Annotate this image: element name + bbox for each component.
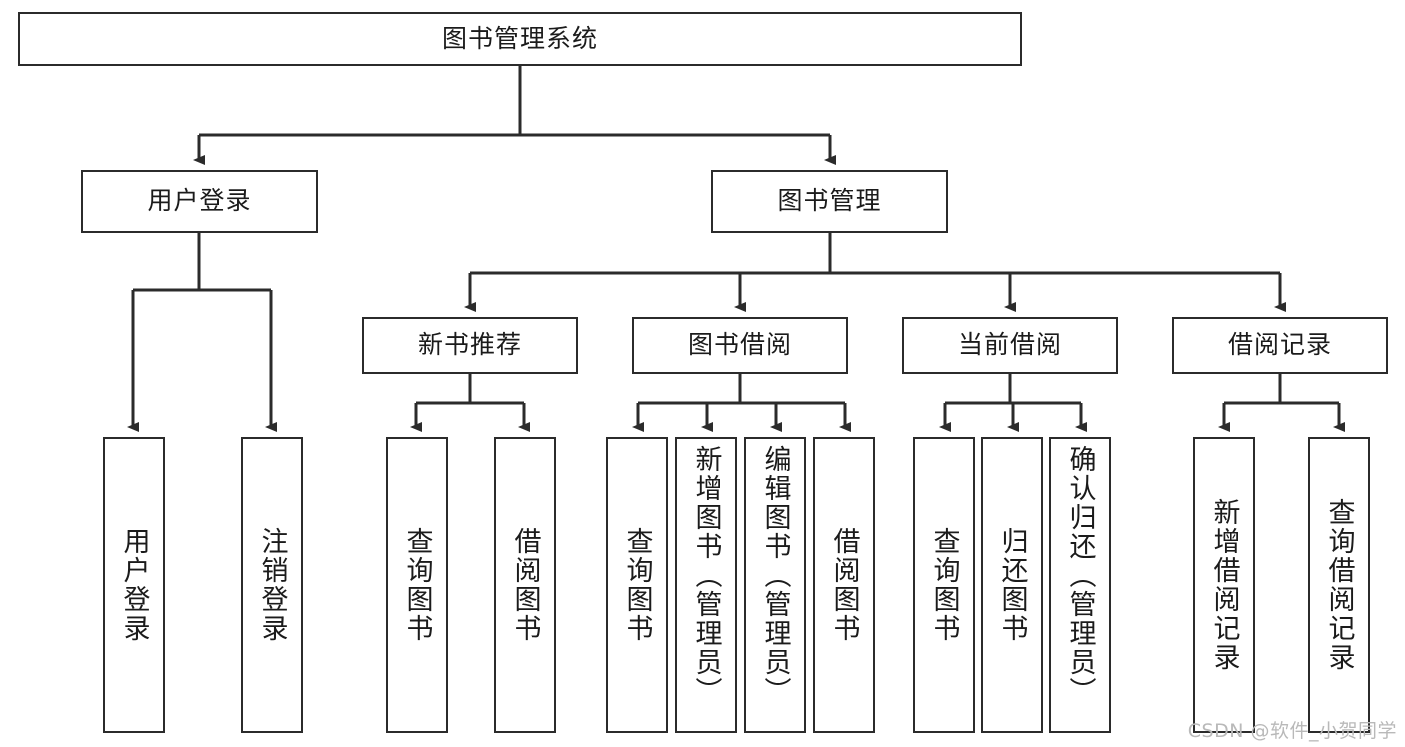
node-root-system-label: 图书管理系统 [441,23,598,53]
node-leaf-query-book-current-label: 查询图书 [928,527,960,643]
node-book-management-label: 图书管理 [777,186,882,216]
node-book-borrow[interactable]: 图书借阅 [632,317,848,374]
node-user-login-label: 用户登录 [147,186,252,216]
node-borrow-record-label: 借阅记录 [1227,330,1332,360]
node-current-borrow[interactable]: 当前借阅 [902,317,1118,374]
node-new-book-recommend[interactable]: 新书推荐 [362,317,578,374]
node-leaf-borrow-book-recommend[interactable]: 借阅图书 [494,437,556,733]
node-book-management[interactable]: 图书管理 [711,170,948,233]
node-leaf-user-login[interactable]: 用户登录 [103,437,165,733]
node-leaf-return-book-label: 归还图书 [996,527,1028,643]
node-leaf-return-book[interactable]: 归还图书 [981,437,1043,733]
node-leaf-confirm-return-admin-label: 确认归还（管理员） [1064,445,1096,706]
node-borrow-record[interactable]: 借阅记录 [1172,317,1388,374]
node-user-login[interactable]: 用户登录 [81,170,318,233]
node-new-book-recommend-label: 新书推荐 [417,330,522,360]
node-leaf-logout-label: 注销登录 [256,527,288,643]
node-leaf-user-login-label: 用户登录 [118,527,150,643]
node-leaf-query-book-borrow[interactable]: 查询图书 [606,437,668,733]
node-leaf-query-book-borrow-label: 查询图书 [621,527,653,643]
node-leaf-add-borrow-record[interactable]: 新增借阅记录 [1193,437,1255,733]
node-leaf-query-book-recommend[interactable]: 查询图书 [386,437,448,733]
node-root-system[interactable]: 图书管理系统 [18,12,1022,66]
node-current-borrow-label: 当前借阅 [957,330,1062,360]
node-leaf-edit-book-admin[interactable]: 编辑图书（管理员） [744,437,806,733]
node-leaf-query-borrow-record-label: 查询借阅记录 [1323,498,1355,672]
node-leaf-borrow-book-label: 借阅图书 [828,527,860,643]
node-leaf-query-book-current[interactable]: 查询图书 [913,437,975,733]
node-leaf-borrow-book[interactable]: 借阅图书 [813,437,875,733]
node-leaf-edit-book-admin-label: 编辑图书（管理员） [759,445,791,706]
node-leaf-add-book-admin[interactable]: 新增图书（管理员） [675,437,737,733]
node-leaf-add-book-admin-label: 新增图书（管理员） [690,445,722,706]
node-leaf-query-book-recommend-label: 查询图书 [401,527,433,643]
node-leaf-query-borrow-record[interactable]: 查询借阅记录 [1308,437,1370,733]
node-leaf-borrow-book-recommend-label: 借阅图书 [509,527,541,643]
node-leaf-add-borrow-record-label: 新增借阅记录 [1208,498,1240,672]
node-book-borrow-label: 图书借阅 [687,330,792,360]
csdn-watermark: CSDN @软件_小贺同学 [1187,720,1397,742]
node-leaf-logout[interactable]: 注销登录 [241,437,303,733]
node-leaf-confirm-return-admin[interactable]: 确认归还（管理员） [1049,437,1111,733]
